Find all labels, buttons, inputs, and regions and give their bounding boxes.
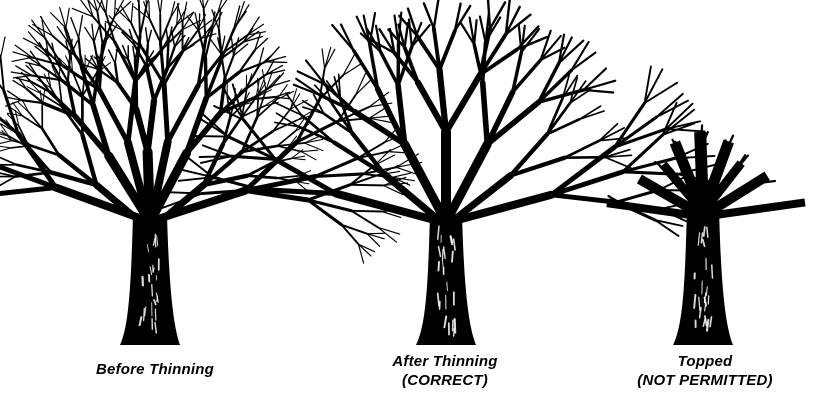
branch: [13, 80, 27, 89]
branch: [565, 141, 599, 158]
branch: [183, 31, 198, 51]
branch: [177, 12, 194, 25]
branch: [71, 18, 79, 38]
branch: [160, 0, 162, 14]
branch: [0, 146, 11, 148]
branch: [0, 36, 1, 58]
branch: [148, 30, 152, 44]
bark-highlight: [438, 262, 439, 271]
branch: [572, 42, 589, 70]
branch: [0, 141, 12, 144]
branch: [301, 152, 316, 160]
bark-highlight: [455, 319, 456, 333]
branch: [94, 26, 99, 41]
branch: [0, 177, 15, 189]
branch: [292, 158, 306, 159]
branch: [409, 19, 412, 46]
branch: [13, 76, 32, 78]
branch: [136, 109, 147, 152]
branch: [322, 49, 325, 69]
caption-before-thinning: Before Thinning: [70, 360, 240, 379]
caption-after-thinning-note: (CORRECT): [360, 371, 530, 390]
branch: [392, 173, 410, 177]
branch: [247, 176, 277, 178]
branch: [0, 188, 56, 195]
caption-topped-note: (NOT PERMITTED): [610, 371, 800, 390]
branch: [572, 53, 596, 71]
branch: [551, 147, 614, 195]
bark-highlight: [144, 309, 145, 321]
branch: [225, 56, 234, 79]
branch: [615, 117, 657, 147]
twig: [701, 125, 702, 148]
branch: [301, 150, 317, 151]
branch: [350, 175, 378, 185]
branch: [351, 211, 381, 212]
branch: [12, 57, 32, 61]
branch: [131, 3, 133, 23]
branch: [192, 136, 228, 137]
caption-before-thinning-title: Before Thinning: [70, 360, 240, 379]
branch: [356, 79, 372, 95]
branch: [204, 0, 214, 9]
branch: [351, 211, 378, 228]
branch: [99, 44, 102, 90]
caption-topped-title: Topped: [610, 352, 800, 371]
branch: [551, 195, 616, 202]
branch: [134, 0, 139, 4]
branch: [605, 157, 631, 168]
branch: [405, 23, 408, 47]
branch: [434, 0, 439, 28]
branch: [565, 157, 605, 158]
branch: [304, 143, 323, 151]
branch: [157, 0, 160, 14]
bark-highlight: [707, 320, 708, 331]
branch: [146, 28, 148, 45]
bark-highlight: [712, 265, 713, 278]
bark-highlight: [155, 234, 156, 247]
branch: [551, 172, 622, 195]
branch: [490, 2, 505, 28]
branch: [440, 31, 455, 70]
branch: [277, 176, 298, 178]
branch: [106, 0, 108, 14]
branch: [480, 17, 486, 43]
branch: [66, 8, 70, 28]
caption-after-thinning: After Thinning (CORRECT): [360, 352, 530, 390]
caption-after-thinning-title: After Thinning: [360, 352, 530, 371]
branch: [164, 84, 168, 141]
branch: [133, 47, 135, 60]
tree-after-thinning: [161, 0, 715, 345]
branch: [109, 50, 115, 63]
branch: [350, 185, 383, 186]
branch: [115, 50, 117, 63]
trunk: [416, 215, 476, 345]
caption-topped: Topped (NOT PERMITTED): [610, 352, 800, 390]
bark-highlight: [442, 249, 443, 261]
branch: [1, 37, 5, 58]
branch: [359, 244, 375, 252]
bark-highlight: [447, 282, 448, 290]
branch: [266, 62, 287, 63]
branch: [167, 44, 168, 68]
bark-highlight: [704, 227, 705, 236]
bark-highlight: [452, 252, 453, 262]
bark-highlight: [152, 285, 153, 296]
bark-highlight: [707, 227, 708, 237]
branch: [18, 102, 29, 112]
tree-before-thinning: [0, 0, 422, 345]
branch: [24, 38, 42, 47]
branch: [147, 0, 154, 5]
branch: [483, 83, 488, 145]
branch: [0, 148, 11, 152]
branch: [246, 74, 251, 92]
branch: [446, 75, 480, 132]
branch: [0, 155, 17, 165]
branch: [139, 4, 140, 36]
branch: [147, 67, 154, 101]
branch: [356, 74, 366, 96]
branch: [79, 16, 83, 38]
bark-highlight: [694, 295, 695, 308]
